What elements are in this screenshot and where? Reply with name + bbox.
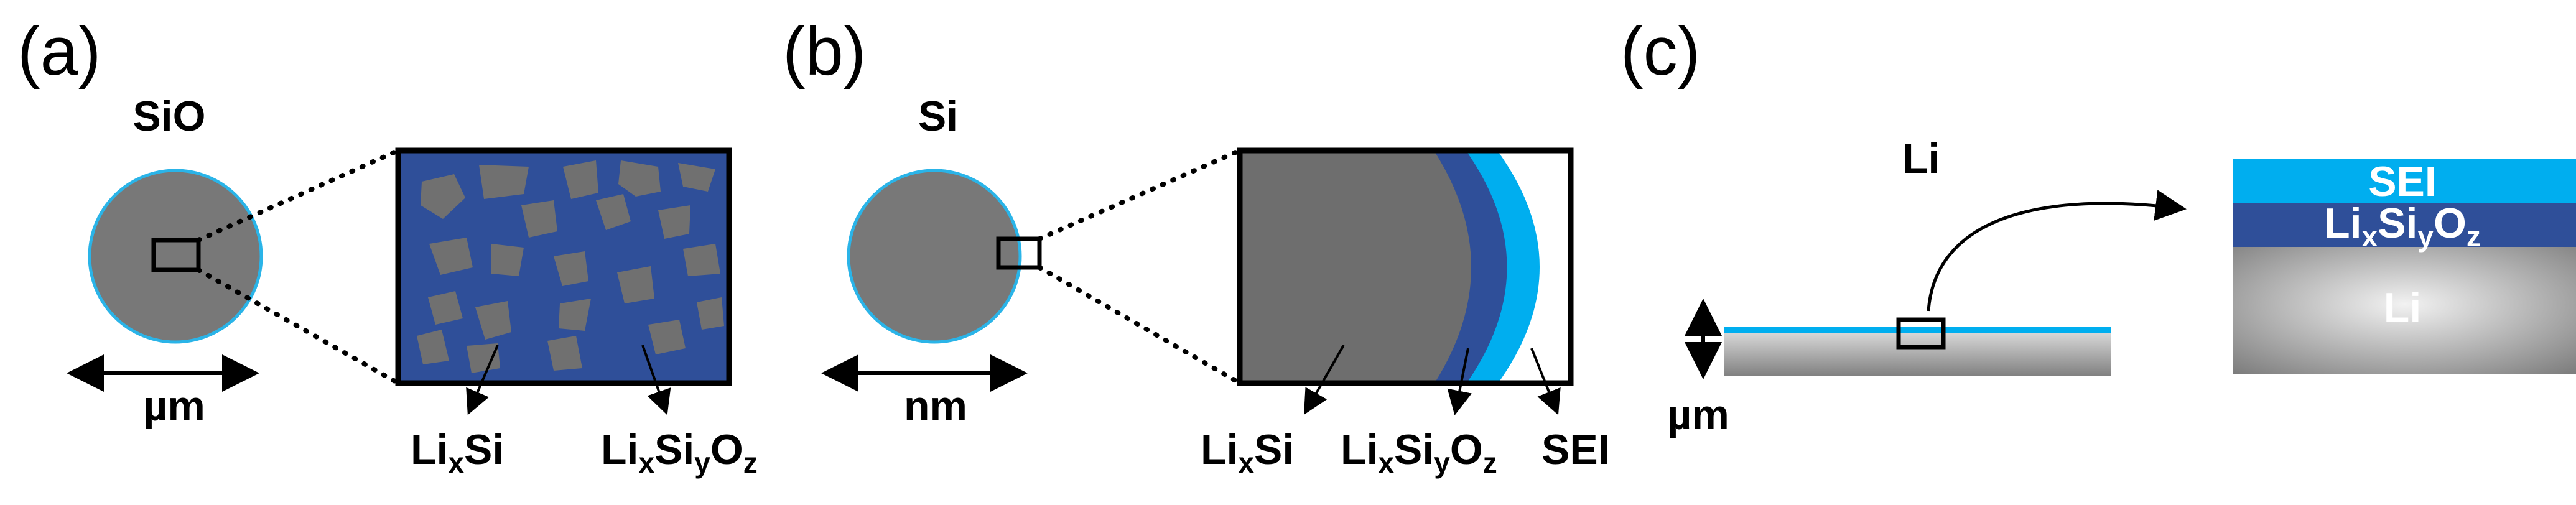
si-inclusions [417,160,724,373]
zoom-line-b-top [1037,148,1242,241]
panel-b-label: (b) [783,13,866,90]
phase-lixsi-a: LixSi [411,426,504,479]
phase-sei-b: SEI [1541,426,1610,473]
pointer-lixsi-b [1304,345,1345,415]
zoom-arrow-c [1927,190,2187,312]
si-particle [847,169,1022,344]
pointer-lixsi-a [466,345,499,415]
sei-layer-c [2233,159,2576,203]
panel-c: (c) Li µm SEI LixSiyOz Li [1620,13,2576,438]
panel-b: (b) Si nm LixSi LixSiyOz SEI [783,13,1610,479]
layer-lixsiyoz-c: LixSiyOz [2324,200,2481,253]
pointer-lixsiyoz-b [1447,348,1472,415]
zoom-line-a-bottom [196,267,401,386]
li-foil [1724,331,2111,376]
panel-a: (a) SiO µm [17,13,758,479]
pointer-sei-b [1530,348,1561,415]
pointer-lixsiyoz-a [641,345,671,415]
scale-label-a: µm [143,382,205,430]
zoom-box-a [151,238,201,272]
zoom-box-c [1896,317,1946,350]
li-bulk-c [2233,247,2576,374]
li-metal-label: Li [1902,135,1940,182]
lixsiyoz-layer-c [2233,203,2576,247]
layer-li-c: Li [2384,284,2421,331]
phase-lixsiyoz-a: LixSiyOz [601,426,758,479]
sio-particle-label: SiO [133,93,205,140]
panel-c-label: (c) [1620,13,1700,90]
li-foil-surface-layer [1724,327,2111,333]
zoom-line-b-bottom [1037,265,1242,386]
phase-lixsiyoz-b: LixSiyOz [1341,426,1497,479]
sio-particle [88,169,263,344]
si-zoom-layers [1240,151,1540,383]
layer-sei-c: SEI [2368,158,2437,205]
panel-a-label: (a) [17,13,101,90]
scale-label-b: nm [904,382,967,430]
zoom-box-b [996,236,1042,270]
si-particle-label: Si [918,93,958,140]
si-zoom-frame [1237,147,1574,386]
scale-label-c: µm [1667,391,1729,438]
zoom-line-a-top [196,148,401,243]
lixsi-core-b [1240,151,1471,383]
phase-lixsi-b: LixSi [1201,426,1294,479]
